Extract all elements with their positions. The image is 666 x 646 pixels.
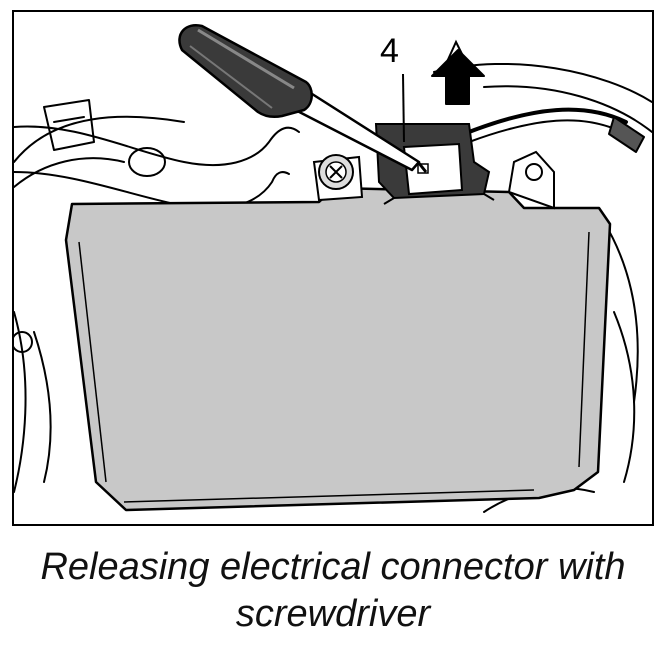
figure-caption: Releasing electrical connector with scre… [0,544,666,638]
screwdriver [178,23,428,173]
caption-line-2: screwdriver [235,593,431,635]
mounting-screw [312,154,364,202]
connector-illustration: 4 [14,23,652,513]
caption-line-1: Releasing electrical connector with [40,546,626,588]
up-arrow-icon [431,39,485,105]
electrical-connector [374,123,495,205]
coolant-pipe [14,125,300,211]
callout-number-4: 4 [380,32,399,70]
control-unit-housing [64,150,612,512]
callout-leader-line [402,73,405,143]
connector-cable [467,107,645,153]
figure-frame: 4 [12,10,654,526]
